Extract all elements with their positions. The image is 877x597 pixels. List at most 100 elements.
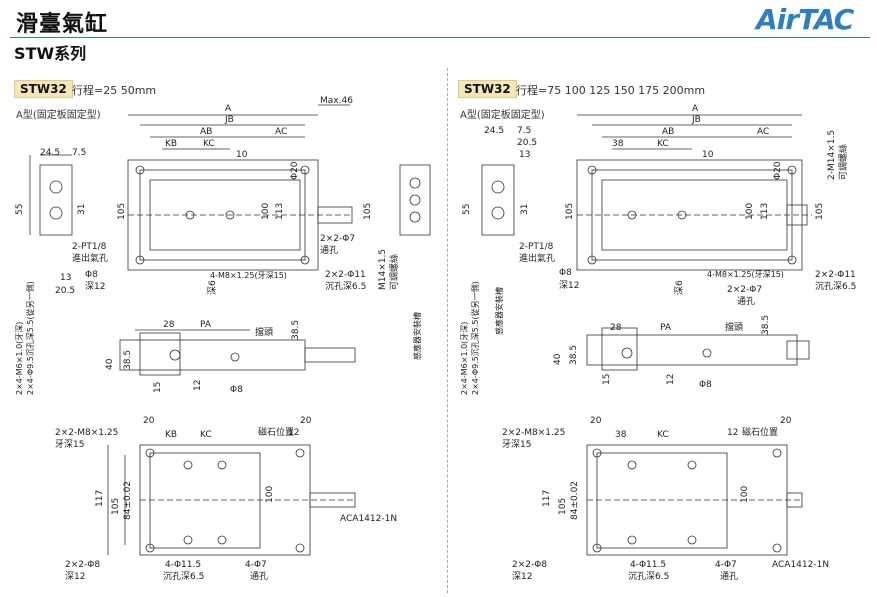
drawing-left: A JB AB AC KB KC Max.46 10 24.5 7.5 55 3… — [15, 96, 431, 582]
dim-ab: AB — [200, 127, 212, 137]
dim-205: 20.5 — [517, 138, 537, 148]
dim-kb-bottom: KB — [165, 430, 177, 440]
pt-label2: 進出氣孔 — [72, 252, 108, 264]
dim-84: 84±0.02 — [570, 481, 580, 520]
stopper-label: 擋頭 — [725, 321, 743, 333]
dim-12b: 12 — [727, 428, 738, 438]
m8b-depth: 牙深15 — [55, 439, 84, 450]
magnet-label: 磁石位置 — [258, 426, 294, 438]
dim-a: A — [225, 104, 232, 114]
phi11-label: 2×2-Φ11 — [325, 270, 366, 280]
dim-a: A — [692, 104, 699, 114]
dim-75: 7.5 — [72, 148, 86, 158]
m14-screw: 可調螺絲 — [837, 144, 849, 180]
dim-pa: PA — [200, 320, 212, 330]
phi7-through: 通孔 — [737, 296, 755, 307]
dim-15: 15 — [602, 374, 612, 385]
p8-label: 2×2-Φ8 — [65, 560, 100, 570]
dim-jb: JB — [691, 115, 701, 125]
p11-label: 4-Φ11.5 — [165, 560, 201, 570]
side-block-left — [39, 164, 73, 236]
dim-kc: KC — [657, 139, 669, 149]
dim-385: 38.5 — [569, 345, 579, 365]
dim-31: 31 — [77, 204, 87, 215]
dim-105: 105 — [565, 203, 575, 220]
phi7-label: 2×2-Φ7 — [727, 285, 762, 295]
dim-13: 13 — [519, 150, 530, 160]
phi8-label: Φ8 — [559, 268, 572, 278]
dim-385: 38.5 — [123, 350, 133, 370]
dim-38: 38 — [612, 139, 624, 149]
page-header: 滑臺氣缸 AirTAC — [0, 0, 877, 38]
type-right: A型(固定板固定型) — [460, 110, 545, 121]
dim-jb: JB — [224, 115, 234, 125]
p11-label: 4-Φ11.5 — [630, 560, 666, 570]
m14-screw: 可調螺絲 — [388, 254, 400, 290]
phi7-label: 2×2-Φ7 — [320, 234, 355, 244]
dim-385b: 38.5 — [761, 315, 771, 335]
p11-depth: 沉孔深6.5 — [628, 571, 669, 582]
dim-ac: AC — [275, 127, 287, 137]
dim-113: 113 — [275, 203, 285, 220]
series-title: STW系列 — [14, 44, 87, 63]
dim-28: 28 — [163, 320, 175, 330]
m8b-label: 2×2-M8×1.25 — [55, 428, 118, 438]
phi8-depth: 深12 — [85, 281, 105, 292]
pt-label: 2-PT1/8 — [72, 242, 107, 252]
dim-20: 20 — [590, 416, 602, 426]
dim-205: 20.5 — [55, 286, 75, 296]
stroke-right: 行程=75 100 125 150 175 200mm — [516, 84, 706, 97]
dim-385b: 38.5 — [291, 320, 301, 340]
end-view-left — [399, 164, 431, 236]
phi6-label: 深6 — [674, 280, 685, 295]
dim-113: 113 — [760, 203, 770, 220]
p8-depth: 深12 — [65, 571, 85, 582]
dim-20b: 20 — [780, 416, 792, 426]
brand-logo: AirTAC — [756, 3, 854, 36]
sensor-slot-label: 感應器安裝槽 — [412, 312, 422, 360]
dim-kc-bottom: KC — [200, 430, 212, 440]
dim-28: 28 — [610, 323, 622, 333]
front-body-right — [586, 334, 798, 366]
m14-label: M14×1.5 — [378, 249, 388, 290]
phi8-label: Φ8 — [85, 270, 98, 280]
dim-105c: 105 — [111, 498, 121, 515]
dim-55: 55 — [15, 204, 25, 215]
p7-label: 4-Φ7 — [245, 560, 267, 570]
pt-label: 2-PT1/8 — [519, 242, 554, 252]
dim-40: 40 — [105, 358, 115, 370]
side-block-right — [481, 164, 515, 236]
dim-100b: 100 — [740, 486, 750, 503]
dim-12: 12 — [666, 374, 676, 385]
dim-38-bottom: 38 — [615, 430, 627, 440]
stroke-left: 行程=25 50mm — [72, 84, 157, 97]
dim-13: 13 — [60, 273, 71, 283]
m6-label: 2×4-M6×1.0(牙深) — [15, 322, 24, 395]
dim-75: 7.5 — [517, 126, 531, 136]
dim-pa: PA — [660, 323, 672, 333]
dim-kb: KB — [165, 139, 177, 149]
magnet-label: 磁石位置 — [742, 426, 778, 438]
dim-kc-bottom: KC — [657, 430, 669, 440]
p7-label: 4-Φ7 — [715, 560, 737, 570]
phi8-front: Φ8 — [230, 385, 243, 395]
m14-label: 2-M14×1.5 — [827, 130, 837, 180]
dim-84: 84±0.02 — [123, 481, 133, 520]
dim-10: 10 — [702, 150, 714, 160]
phi8-depth: 深12 — [559, 280, 579, 291]
dim-max: Max.46 — [320, 96, 353, 106]
stopper-label: 擋頭 — [255, 326, 273, 338]
dim-105c: 105 — [558, 498, 568, 515]
m6-counterbore: 2×4-Φ9.5沉孔深5.5(從另一側) — [470, 281, 480, 395]
dim-10: 10 — [236, 150, 248, 160]
sensor-slot-label: 感應器安裝槽 — [494, 287, 504, 335]
p11-depth: 沉孔深6.5 — [163, 571, 204, 582]
dim-phi20: Φ20 — [773, 161, 783, 180]
phi11-label: 2×2-Φ11 — [815, 270, 856, 280]
m8b-label: 2×2-M8×1.25 — [502, 428, 565, 438]
dim-100b: 100 — [265, 486, 275, 503]
dim-20b: 20 — [300, 416, 312, 426]
dim-117: 117 — [542, 490, 552, 507]
m8-label: 4-M8×1.25(牙深15) — [210, 271, 287, 280]
dim-kc: KC — [203, 139, 215, 149]
